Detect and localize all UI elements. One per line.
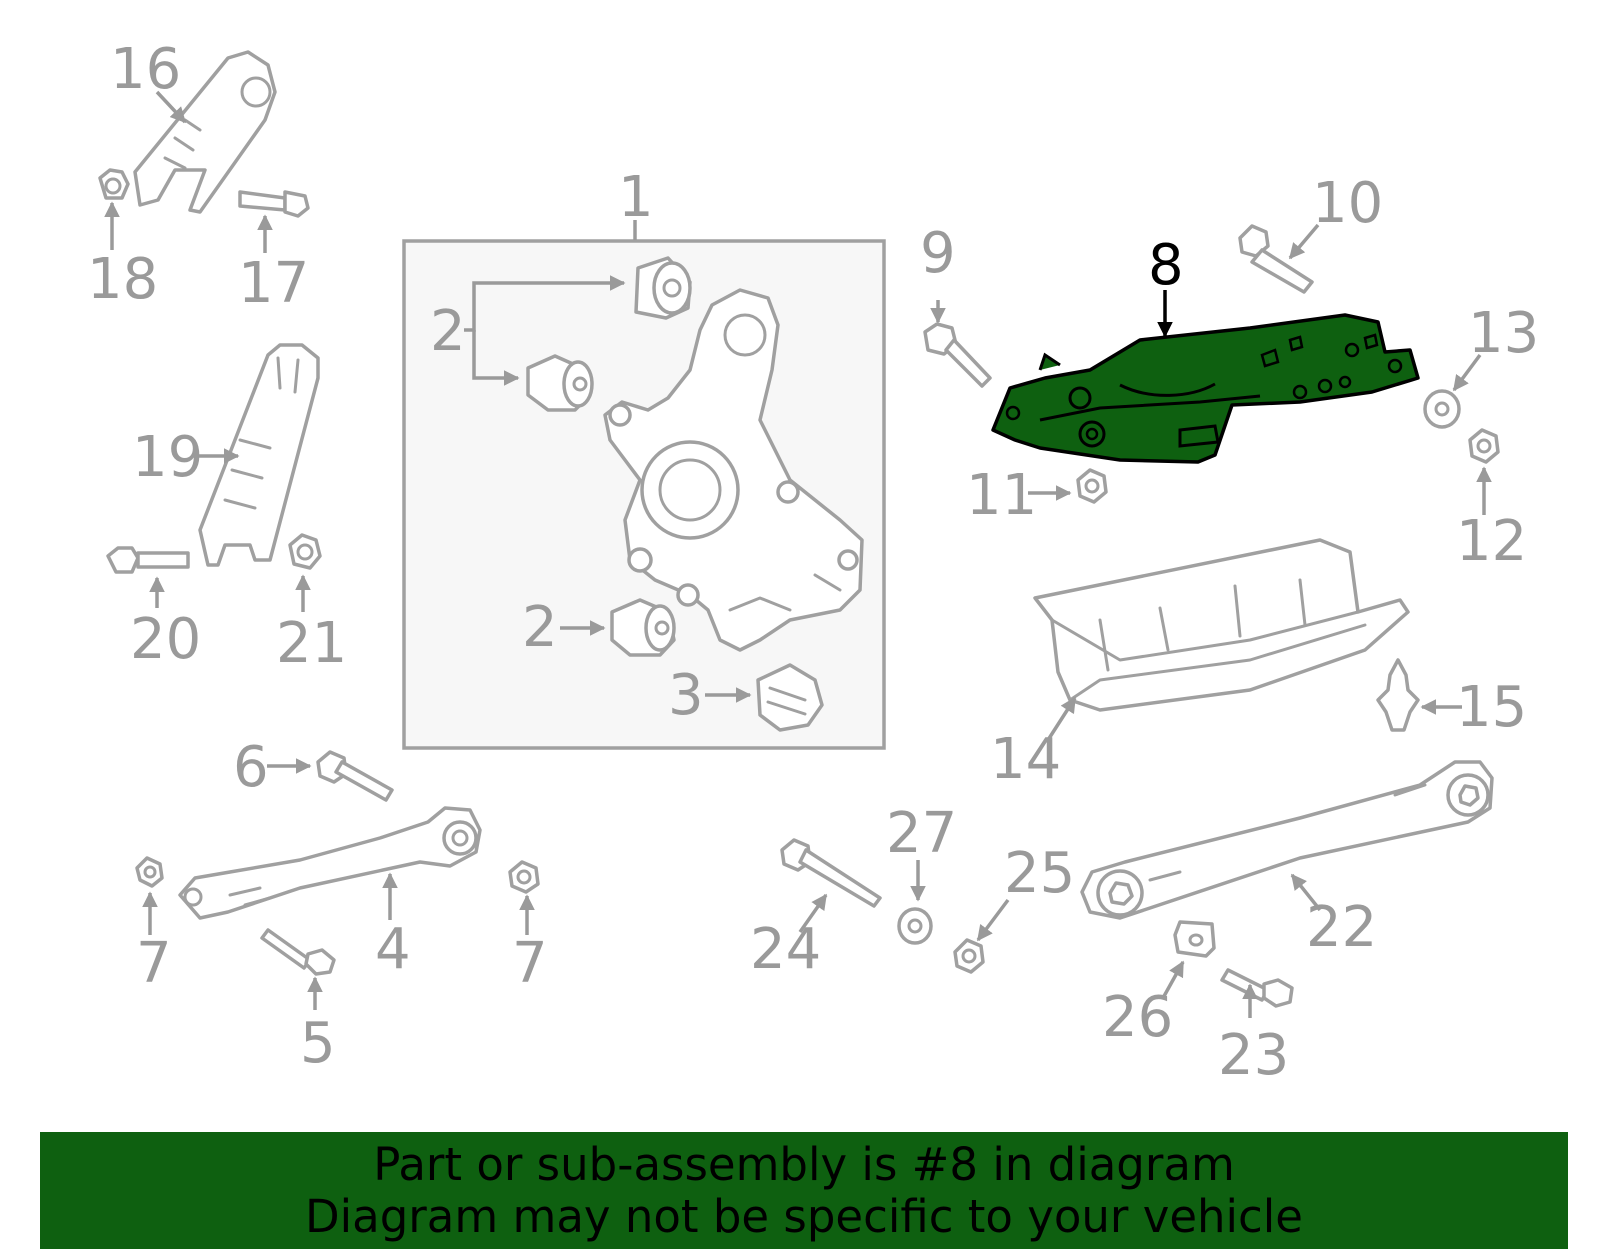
banner-line-1: Part or sub-assembly is #8 in diagram [373,1137,1235,1191]
part-14-shield[interactable] [1033,538,1410,712]
part-27-washer[interactable] [897,907,933,945]
callout-23: 23 [1218,1023,1289,1088]
part-2-bushing-low[interactable] [610,598,676,657]
part-8-trailing-arm[interactable] [991,313,1420,464]
callout-11: 11 [966,463,1037,528]
callout-22: 22 [1306,895,1377,960]
part-24-bolt[interactable] [780,838,882,908]
leader-lines [104,90,1492,1018]
callout-7b: 7 [512,931,548,996]
callout-3: 3 [668,663,704,728]
callout-21: 21 [276,611,347,676]
part-4-lower-arm[interactable] [178,806,482,920]
part-23-bolt[interactable] [1220,968,1294,1008]
callout-2a: 2 [430,299,466,364]
part-5-bolt[interactable] [260,928,336,976]
part-21-nut[interactable] [288,533,322,570]
part-2-bushing-mid[interactable] [526,354,594,412]
callout-4: 4 [375,917,411,982]
part-17-bolt[interactable] [238,190,310,218]
callout-18: 18 [87,247,158,312]
part-10-bolt[interactable] [1238,224,1314,294]
callout-9: 9 [920,221,956,286]
callout-17: 17 [238,251,309,316]
callout-1: 1 [618,165,654,230]
callout-20: 20 [130,607,201,672]
callout-26: 26 [1102,985,1173,1050]
part-18-nut[interactable] [98,168,130,200]
callout-6: 6 [233,735,269,800]
info-banner: Part or sub-assembly is #8 in diagram Di… [40,1132,1568,1249]
callout-19: 19 [132,425,203,490]
part-25-nut[interactable] [953,938,985,974]
part-9-bolt[interactable] [923,322,992,388]
callout-15: 15 [1456,675,1527,740]
part-1-knuckle[interactable] [603,288,864,652]
part-15-clip[interactable] [1376,658,1420,732]
part-7-nut-right[interactable] [508,860,540,894]
callout-13: 13 [1468,301,1539,366]
callout-8: 8 [1148,233,1184,298]
part-26-plate[interactable] [1173,920,1216,958]
callout-5: 5 [300,1011,336,1076]
callout-16: 16 [110,37,181,102]
callout-7a: 7 [136,931,172,996]
part-11-nut[interactable] [1076,468,1108,504]
part-6-bolt[interactable] [316,750,394,802]
banner-line-2: Diagram may not be specific to your vehi… [305,1189,1303,1243]
part-13-washer[interactable] [1423,389,1461,429]
callout-27: 27 [886,801,957,866]
part-19-link[interactable] [198,343,320,567]
callout-2b: 2 [522,595,558,660]
callout-12: 12 [1456,509,1527,574]
callout-10: 10 [1312,171,1383,236]
callout-24: 24 [750,917,821,982]
callout-14: 14 [990,727,1061,792]
part-2-bushing-top[interactable] [634,256,692,320]
callout-numbers: 16 18 17 1 2 2 3 19 20 21 9 8 10 13 11 1… [87,37,1539,1088]
callout-25: 25 [1004,841,1075,906]
part-22-link[interactable] [1080,760,1494,920]
part-20-bolt[interactable] [106,546,190,574]
part-3-bushing[interactable] [756,663,824,732]
part-16-upper-arm[interactable] [133,50,277,214]
part-12-nut[interactable] [1468,428,1500,464]
part-7-nut-left[interactable] [135,856,164,888]
